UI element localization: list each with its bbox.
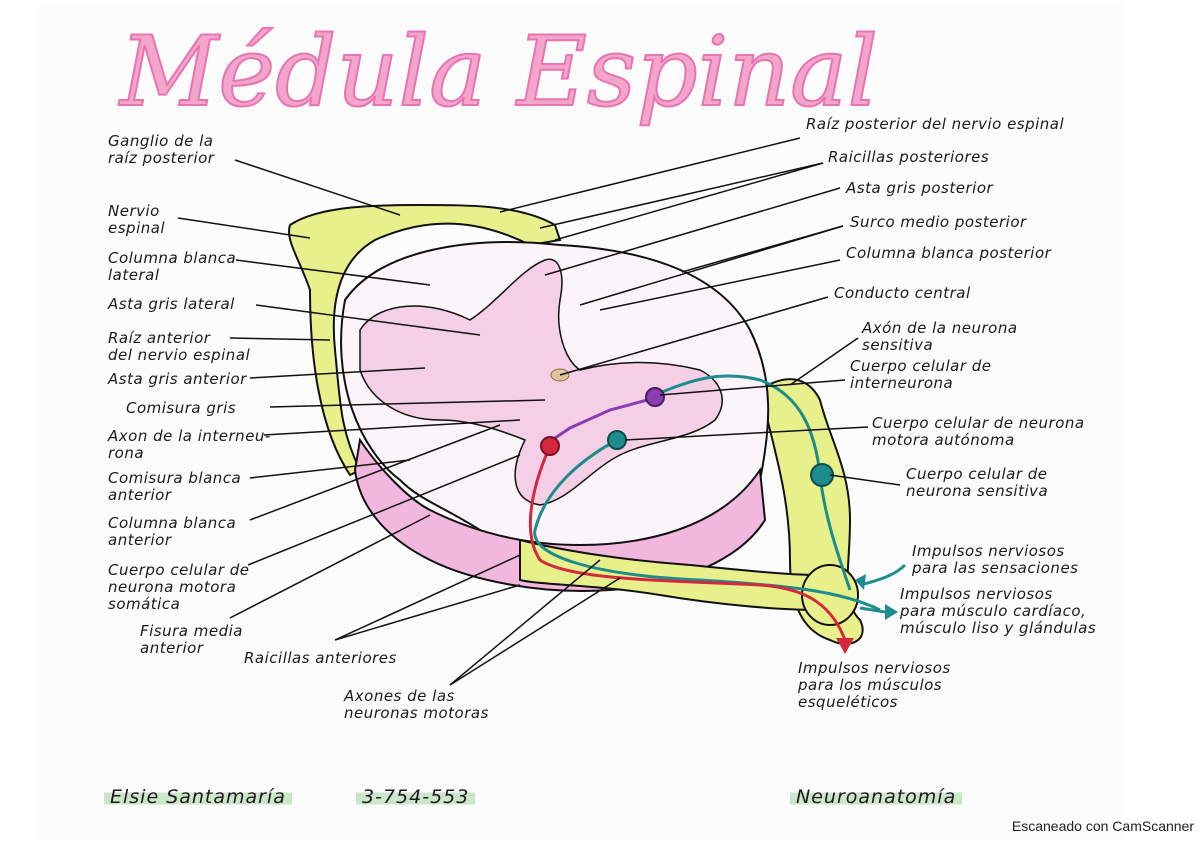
interneuron-body: [645, 387, 665, 407]
somatic-motor-body: [540, 436, 560, 456]
camscanner-watermark: Escaneado con CamScanner: [1011, 818, 1194, 834]
autonomic-motor-axon: [533, 438, 881, 612]
spinal-nerve-yellow: [288, 204, 562, 477]
label-cuerpo-sensitiva: Cuerpo celular de neurona sensitiva: [906, 465, 1049, 500]
footer-author: Elsie Santamaría: [104, 786, 292, 808]
label-axon-sensitiva: Axón de la neurona sensitiva: [862, 319, 1018, 354]
label-impulsos-esqueleticos: Impulsos nerviosos para los músculos esq…: [798, 659, 951, 711]
label-axon-interneurona: Axon de la interneu- rona: [108, 427, 271, 462]
arrow-sensations: [859, 563, 907, 587]
label-conducto-central: Conducto central: [834, 284, 971, 302]
label-impulsos-cardiaco: Impulsos nerviosos para músculo cardíaco…: [900, 585, 1097, 637]
subject-name: Neuroanatomía: [790, 786, 963, 808]
autonomic-motor-body: [607, 430, 627, 450]
label-raicillas-anteriores: Raicillas anteriores: [244, 649, 397, 667]
label-comisura-gris: Comisura gris: [126, 399, 237, 417]
id-number: 3-754-553: [356, 786, 476, 808]
label-surco-medio: Surco medio posterior: [850, 213, 1027, 231]
sensory-neuron-axon: [654, 374, 852, 591]
label-raiz-anterior: Raíz anterior del nervio espinal: [108, 329, 251, 364]
label-columna-lateral: Columna blanca lateral: [108, 249, 237, 284]
page-title: Médula Espinal: [118, 16, 878, 128]
arrow-head-cardiac: [885, 604, 898, 620]
label-cuerpo-interneurona: Cuerpo celular de interneurona: [850, 357, 992, 392]
label-raicillas-posteriores: Raicillas posteriores: [828, 148, 990, 166]
label-comisura-blanca: Comisura blanca anterior: [108, 469, 242, 504]
label-asta-anterior: Asta gris anterior: [108, 370, 247, 388]
footer-id: 3-754-553: [356, 786, 476, 808]
label-raiz-posterior: Raíz posterior del nervio espinal: [806, 115, 1065, 133]
label-cuerpo-somatica: Cuerpo celular de neurona motora somátic…: [108, 561, 250, 613]
footer-subject: Neuroanatomía: [790, 786, 963, 808]
arrow-head-sensations: [855, 574, 866, 590]
label-axones-motoras: Axones de las neuronas motoras: [344, 687, 489, 722]
somatic-motor-axon: [528, 445, 847, 641]
label-asta-posterior: Asta gris posterior: [846, 179, 994, 197]
label-fisura: Fisura media anterior: [140, 622, 243, 657]
sensory-neuron-body: [810, 463, 834, 487]
arrow-cardiac: [859, 606, 886, 614]
right-leader-lines: [499, 137, 901, 486]
label-nervio: Nervio espinal: [108, 202, 166, 237]
label-impulsos-sensaciones: Impulsos nerviosos para las sensaciones: [912, 542, 1079, 577]
anterior-white-band: [353, 437, 767, 592]
interneuron-axon: [554, 396, 656, 440]
label-columna-posterior: Columna blanca posterior: [846, 244, 1052, 262]
title-graphic: Médula Espinal: [117, 15, 879, 129]
author-name: Elsie Santamaría: [104, 786, 292, 808]
grey-matter: [359, 258, 723, 506]
label-columna-anterior: Columna blanca anterior: [108, 514, 237, 549]
label-cuerpo-autonoma: Cuerpo celular de neurona motora autónom…: [872, 414, 1085, 449]
label-asta-lateral: Asta gris lateral: [108, 295, 235, 313]
arrow-head-skeletal: [836, 638, 854, 654]
left-leader-lines: [177, 159, 621, 686]
label-ganglio: Ganglio de la raíz posterior: [108, 132, 215, 167]
